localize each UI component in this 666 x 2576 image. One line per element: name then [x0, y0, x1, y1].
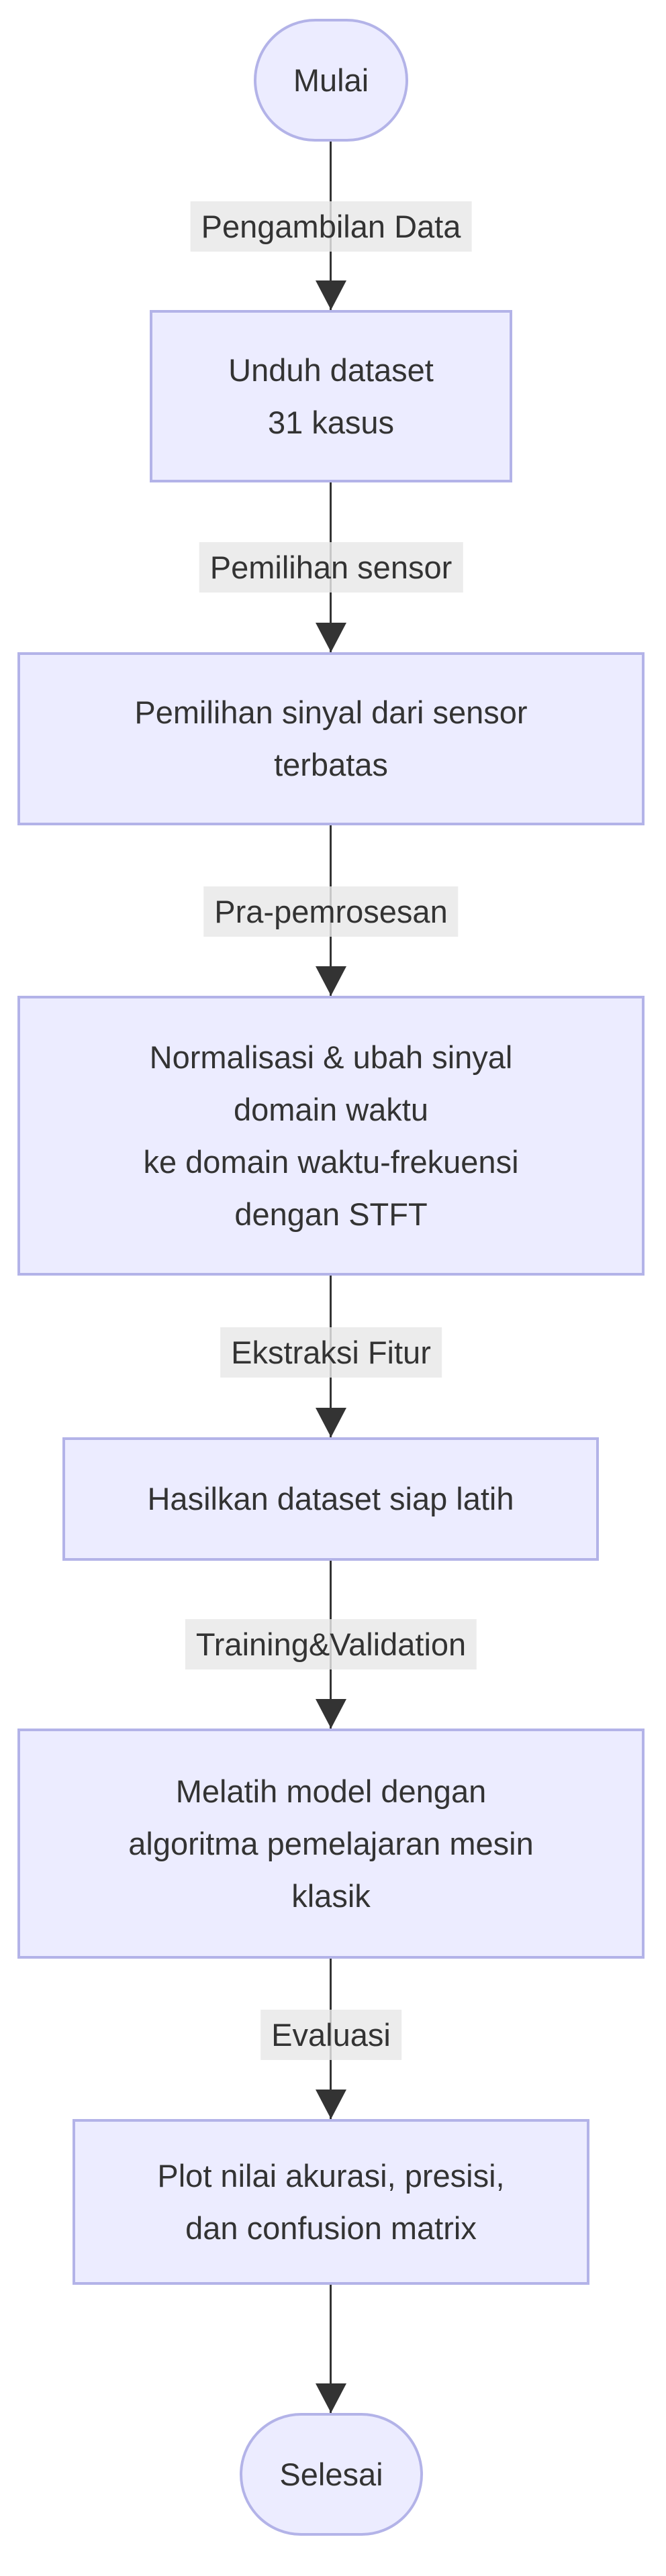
- node-text-line: Pemilihan sinyal dari sensor: [134, 694, 528, 730]
- node-text-line: terbatas: [274, 747, 388, 782]
- node-mulai: Mulai: [254, 19, 408, 142]
- node-unduh-dataset: Unduh dataset 31 kasus: [150, 310, 512, 482]
- node-melatih-model: Melatih model dengan algoritma pemelajar…: [17, 1729, 645, 1959]
- node-selesai: Selesai: [240, 2413, 423, 2536]
- arrowhead-icon: [316, 623, 346, 652]
- arrowhead-icon: [316, 2090, 346, 2119]
- node-normalisasi-stft: Normalisasi & ubah sinyal domain waktu k…: [17, 996, 645, 1276]
- node-text-line: algoritma pemelajaran mesin: [128, 1825, 534, 1861]
- edge-label-pengambilan-data: Pengambilan Data: [190, 201, 472, 252]
- node-text-line: Normalisasi & ubah sinyal: [149, 1039, 513, 1075]
- edge-label-training-validation: Training&Validation: [185, 1619, 477, 1669]
- node-text-line: 31 kasus: [267, 404, 395, 440]
- node-text-line: Mulai: [293, 62, 369, 98]
- node-text-line: domain waktu: [234, 1091, 428, 1127]
- node-text-line: Plot nilai akurasi, presisi,: [157, 2157, 505, 2194]
- edge-label-ekstraksi-fitur: Ekstraksi Fitur: [220, 1327, 442, 1378]
- arrowhead-icon: [316, 966, 346, 996]
- node-text-line: dan confusion matrix: [185, 2210, 477, 2246]
- node-text-line: dengan STFT: [234, 1196, 428, 1232]
- edge-label-pemilihan-sensor: Pemilihan sensor: [199, 542, 463, 593]
- node-text-line: Melatih model dengan: [175, 1773, 487, 1809]
- flow-connector-line: [330, 142, 332, 2416]
- node-text-line: Selesai: [279, 2456, 383, 2492]
- arrowhead-icon: [316, 2383, 346, 2413]
- node-pemilihan-sinyal: Pemilihan sinyal dari sensor terbatas: [17, 652, 645, 825]
- arrowhead-icon: [316, 1408, 346, 1437]
- node-text-line: klasik: [291, 1877, 371, 1914]
- arrowhead-icon: [316, 280, 346, 310]
- node-text-line: Unduh dataset: [228, 352, 434, 388]
- node-hasilkan-dataset: Hasilkan dataset siap latih: [62, 1437, 599, 1561]
- edge-label-pra-pemrosesan: Pra-pemrosesan: [203, 886, 459, 937]
- node-text-line: ke domain waktu-frekuensi: [143, 1143, 519, 1180]
- arrowhead-icon: [316, 1699, 346, 1729]
- edge-label-evaluasi: Evaluasi: [260, 2010, 401, 2060]
- node-plot-hasil: Plot nilai akurasi, presisi, dan confusi…: [73, 2119, 589, 2285]
- node-text-line: Hasilkan dataset siap latih: [147, 1481, 514, 1516]
